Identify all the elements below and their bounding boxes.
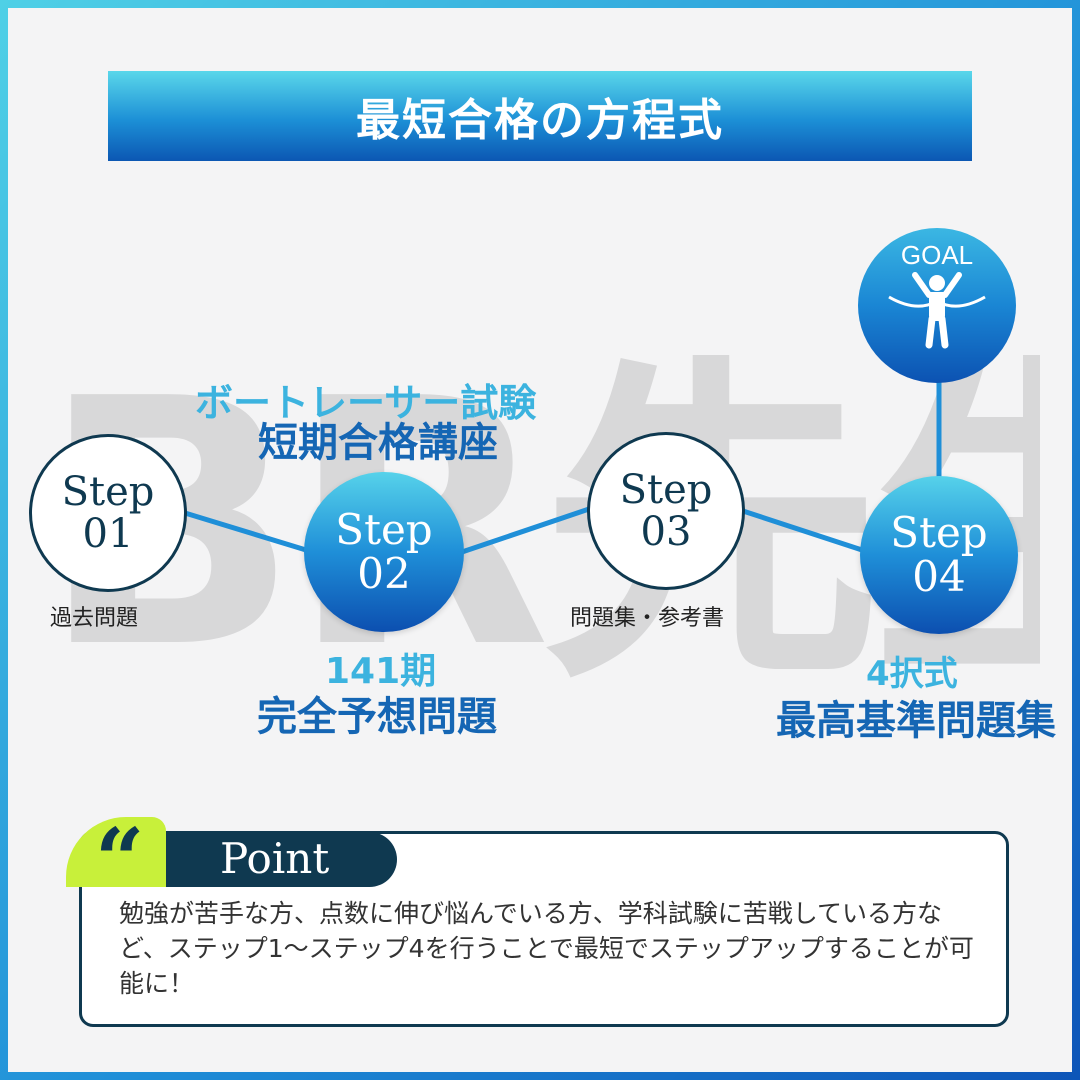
step-01-label: 過去問題 <box>50 606 139 631</box>
connector-2-3 <box>461 506 590 555</box>
page-title: 最短合格の方程式 <box>356 95 724 146</box>
bank-subtitle: 4択式 <box>866 654 958 694</box>
quote-icon: “ <box>95 810 145 911</box>
step-number: 03 <box>640 509 692 555</box>
step-number: 01 <box>82 511 134 557</box>
course-subtitle: ボートレーサー試験 <box>195 381 537 425</box>
step-word: Step <box>619 467 713 513</box>
mock-subtitle: 141期 <box>325 651 437 692</box>
title-banner: 最短合格の方程式 <box>108 71 972 161</box>
bank-title: 最高基準問題集 <box>776 698 1056 744</box>
mock-title: 完全予想問題 <box>257 694 497 740</box>
step-word: Step <box>335 504 433 554</box>
connector-3-4 <box>742 508 863 553</box>
step-03-circle: Step 03 <box>587 432 745 590</box>
step-number: 02 <box>357 549 411 598</box>
step-02-circle: Step 02 <box>304 472 464 632</box>
point-text: 勉強が苦手な方、点数に伸び悩んでいる方、学科試験に苦戦している方など、ステップ1… <box>119 899 974 998</box>
step-number: 04 <box>912 552 966 601</box>
connector-1-2 <box>184 510 307 553</box>
goal-circle: GOAL <box>858 228 1016 383</box>
step-01-circle: Step 01 <box>29 434 187 592</box>
course-title: 短期合格講座 <box>258 420 498 466</box>
step-03-label: 問題集・参考書 <box>570 606 725 631</box>
step-word: Step <box>890 507 988 557</box>
point-title: Point <box>220 834 330 883</box>
point-tab <box>120 832 397 887</box>
goal-label: GOAL <box>900 240 974 270</box>
runner-finish-icon <box>888 272 986 349</box>
step-04-circle: Step 04 <box>860 476 1018 634</box>
step-word: Step <box>61 469 155 515</box>
